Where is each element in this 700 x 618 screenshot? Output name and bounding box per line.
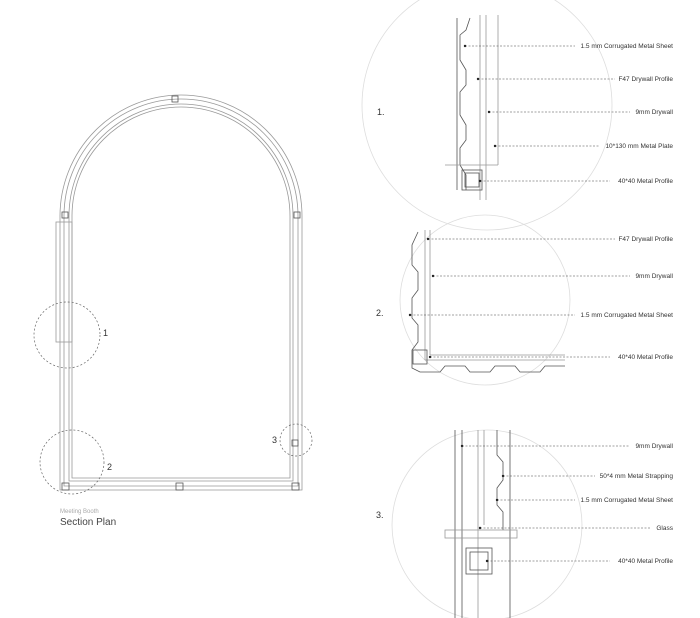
detail-1-label: 40*40 Metal Profile	[618, 178, 673, 185]
detail-number-1: 1.	[377, 107, 385, 117]
callout-circle-3[interactable]	[279, 423, 313, 457]
detail-3-label: Glass	[656, 525, 673, 532]
callout-label-3: 3	[272, 435, 277, 445]
detail-1: 1. 1.5 mm Corrugated Metal Sheet F47 Dry…	[361, 0, 674, 231]
detail-1-label: 10*130 mm Metal Plate	[605, 143, 673, 150]
detail-1-label: 9mm Drywall	[635, 109, 673, 116]
detail-2-label: 9mm Drywall	[635, 273, 673, 280]
callout-circle-2[interactable]	[39, 429, 105, 495]
section-plan: 1 2 3 Meeting Booth Section Plan	[33, 94, 313, 528]
callout-label-1: 1	[103, 328, 108, 338]
detail-1-label: F47 Drywall Profile	[618, 76, 673, 83]
detail-number-2: 2.	[376, 308, 384, 318]
callout-circle-1[interactable]	[33, 301, 101, 369]
detail-2: 2. F47 Drywall Profile 9mm Drywall 1.5 m…	[376, 214, 674, 386]
detail-2-label: F47 Drywall Profile	[618, 236, 673, 243]
callout-label-2: 2	[107, 462, 112, 472]
detail-3-label: 40*40 Metal Profile	[618, 558, 673, 565]
detail-number-3: 3.	[376, 510, 384, 520]
detail-1-label: 1.5 mm Corrugated Metal Sheet	[581, 43, 674, 50]
detail-3-label: 9mm Drywall	[635, 443, 673, 450]
plan-subtitle: Meeting Booth	[60, 509, 99, 515]
detail-2-label: 40*40 Metal Profile	[618, 354, 673, 361]
detail-3-label: 1.5 mm Corrugated Metal Sheet	[581, 497, 674, 504]
plan-title: Section Plan	[60, 517, 116, 528]
detail-3-label: 50*4 mm Metal Strapping	[600, 473, 674, 480]
detail-2-label: 1.5 mm Corrugated Metal Sheet	[581, 312, 674, 319]
detail-3: 3. 9mm Drywall 50*4 mm Metal Strapping 1…	[376, 429, 674, 618]
